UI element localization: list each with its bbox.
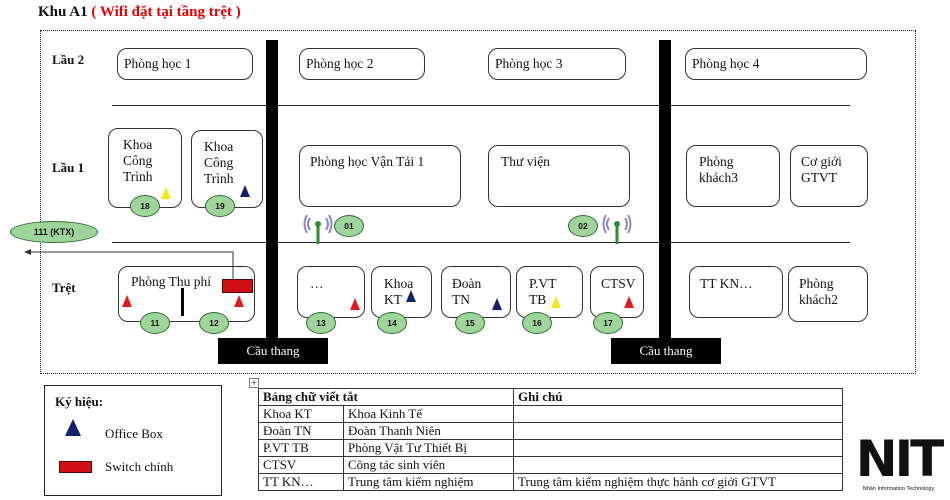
yellow-triangle-icon [551,296,561,308]
wifi-antenna-icon [602,214,632,244]
access-point-15[interactable]: 15 [455,312,485,334]
table-header: Bảng chữ viết tắt [258,388,514,406]
page-title: Khu A1 ( Wifi đặt tại tầng trệt ) [38,4,241,20]
office-box-icon [65,419,81,436]
office-box-icon [492,298,502,310]
access-point-12[interactable]: 12 [199,312,229,334]
abbreviation-table: Bảng chữ viết tắt Ghi chú Khoa KT Khoa K… [258,388,843,491]
table-handle-icon[interactable]: + [249,378,259,388]
switch-icon [59,461,92,473]
table-header-row: Bảng chữ viết tắt Ghi chú [258,388,843,406]
access-point-16[interactable]: 16 [522,312,552,334]
room-phong-hoc-4[interactable]: Phòng học 4 [685,48,867,80]
room-unnamed[interactable]: … [297,266,365,318]
divider-bar [181,288,184,316]
legend-title: Ký hiệu: [55,394,104,409]
access-point-18[interactable]: 18 [130,195,160,217]
floor-divider [112,105,850,106]
office-box-icon [240,185,250,197]
table-row: TT KN… Trung tâm kiểm nghiệm Trung tâm k… [258,473,843,491]
main-switch[interactable] [222,279,253,293]
floor-divider [112,242,850,243]
access-point-01[interactable]: 01 [334,215,364,237]
room-thu-vien[interactable]: Thư viện [488,145,630,207]
table-row: CTSV Công tác sinh viên [258,456,843,474]
nit-logo: NIT Nhân Information Technology [855,430,945,492]
red-triangle-icon [624,296,634,308]
legend-switch: Switch chính [105,459,174,474]
building-frame [40,30,916,374]
table-row: P.VT TB Phòng Vật Tư Thiết Bị [258,439,843,457]
access-point-11[interactable]: 11 [140,312,170,334]
room-phong-hoc-2[interactable]: Phòng học 2 [299,48,425,80]
table-header: Ghi chú [513,388,843,406]
red-triangle-icon [350,298,360,310]
access-point-ktx[interactable]: 111 (KTX) [10,221,98,243]
stairs-right: Cầu thang [611,338,721,364]
access-point-02[interactable]: 02 [568,215,598,237]
room-tt-kn[interactable]: TT KN… [689,266,783,318]
uplink-connector [24,249,234,280]
room-phong-hoc-van-tai-1[interactable]: Phòng học Vận Tải 1 [299,145,461,207]
table-row: Khoa KT Khoa Kinh Tế [258,405,843,423]
red-triangle-icon [234,295,244,307]
wifi-antenna-icon [303,214,333,244]
legend-office-box: Office Box [105,426,163,441]
yellow-triangle-icon [161,187,171,199]
room-phong-thu-phi[interactable]: Phòng Thu phí [118,266,255,322]
floor-label-2: Lầu 2 [52,52,85,67]
floor-label-1: Lầu 1 [52,160,85,175]
table-row: Đoàn TN Đoàn Thanh Niên [258,422,843,440]
stair-pillar [266,40,278,340]
title-note: ( Wifi đặt tại tầng trệt ) [91,4,241,20]
access-point-17[interactable]: 17 [593,312,623,334]
access-point-14[interactable]: 14 [377,312,407,334]
stairs-left: Cầu thang [218,338,328,364]
room-ctsv[interactable]: CTSV [590,266,644,318]
floor-label-ground: Trệt [52,280,76,295]
access-point-13[interactable]: 13 [306,312,336,334]
red-triangle-icon [122,295,132,307]
legend-box: Ký hiệu: Office Box Switch chính [44,385,222,496]
room-phong-hoc-1[interactable]: Phòng học 1 [117,48,253,80]
access-point-19[interactable]: 19 [205,195,235,217]
stair-pillar [659,40,671,340]
office-box-icon [406,290,416,302]
room-phong-hoc-3[interactable]: Phòng học 3 [488,48,626,80]
